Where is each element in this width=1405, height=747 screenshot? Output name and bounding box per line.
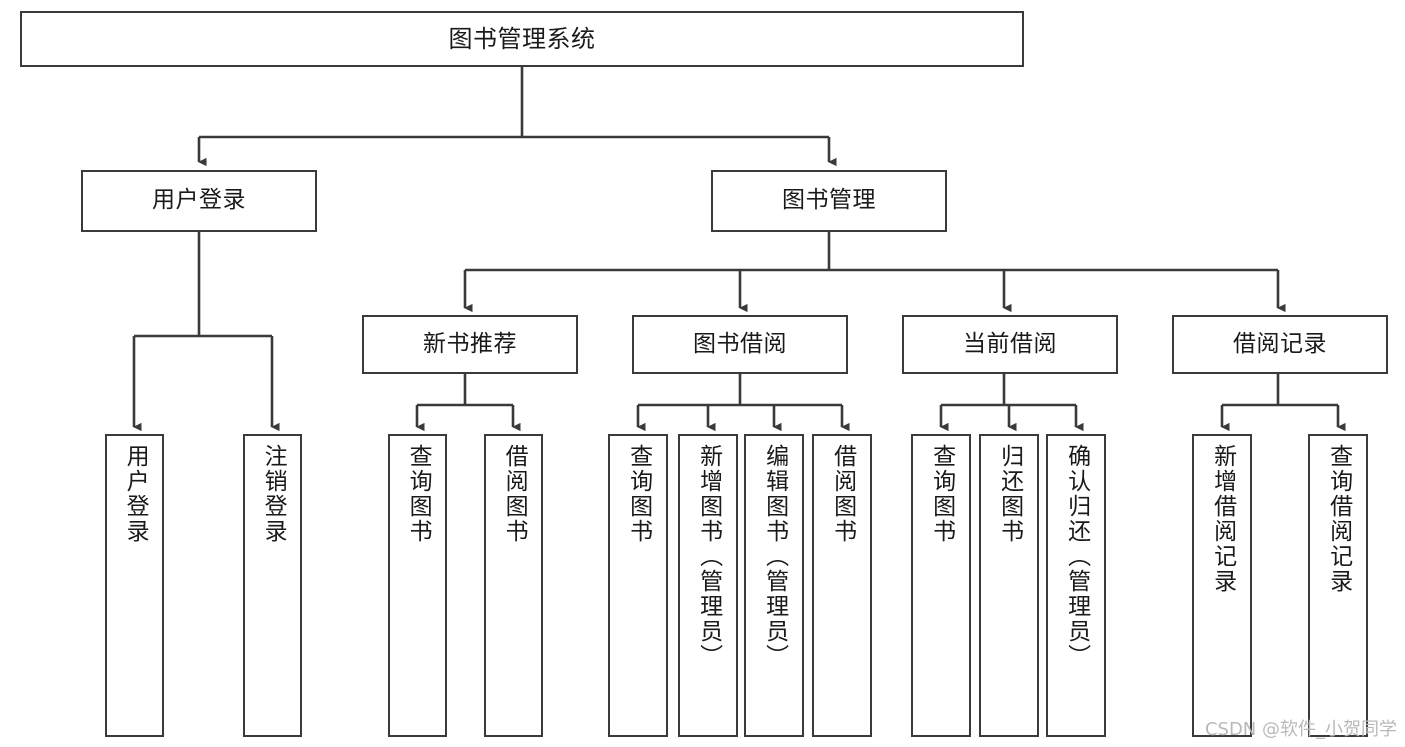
node-label: 新增借阅记录 bbox=[1209, 444, 1236, 594]
node-borrow-record[interactable]: 借阅记录 bbox=[1172, 315, 1388, 374]
node-new-book-recommend[interactable]: 新书推荐 bbox=[362, 315, 578, 374]
node-root-book-management-system[interactable]: 图书管理系统 bbox=[20, 11, 1024, 67]
node-label: 编辑图书（管理员） bbox=[761, 444, 788, 669]
leaf-current-borrow-query-book[interactable]: 查询图书 bbox=[911, 434, 971, 737]
node-label: 图书管理系统 bbox=[448, 24, 596, 53]
node-label: 用户登录 bbox=[152, 187, 246, 214]
node-label: 借阅图书 bbox=[829, 444, 856, 544]
leaf-current-borrow-confirm-return-admin[interactable]: 确认归还（管理员） bbox=[1046, 434, 1106, 737]
csdn-watermark: CSDN @软件_小贺同学 bbox=[1204, 719, 1397, 740]
node-label: 查询图书 bbox=[928, 444, 955, 544]
node-book-management[interactable]: 图书管理 bbox=[711, 170, 947, 232]
node-label: 当前借阅 bbox=[963, 330, 1057, 357]
node-label: 查询借阅记录 bbox=[1325, 444, 1352, 594]
node-label: 归还图书 bbox=[996, 444, 1023, 544]
node-label: 查询图书 bbox=[625, 444, 652, 544]
node-label: 新增图书（管理员） bbox=[695, 444, 722, 669]
leaf-borrow-record-query-record[interactable]: 查询借阅记录 bbox=[1308, 434, 1368, 737]
node-label: 新书推荐 bbox=[423, 330, 517, 357]
node-label: 查询图书 bbox=[405, 444, 432, 544]
leaf-book-borrow-borrow-book[interactable]: 借阅图书 bbox=[812, 434, 872, 737]
node-label: 图书管理 bbox=[782, 187, 876, 214]
leaf-book-borrow-edit-book-admin[interactable]: 编辑图书（管理员） bbox=[744, 434, 804, 737]
leaf-new-book-query-book[interactable]: 查询图书 bbox=[388, 434, 447, 737]
leaf-borrow-record-add-record[interactable]: 新增借阅记录 bbox=[1192, 434, 1252, 737]
leaf-user-login-logout[interactable]: 注销登录 bbox=[243, 434, 302, 737]
node-label: 注销登录 bbox=[260, 444, 287, 544]
node-label: 确认归还（管理员） bbox=[1063, 444, 1090, 669]
node-label: 用户登录 bbox=[122, 444, 149, 544]
leaf-book-borrow-query-book[interactable]: 查询图书 bbox=[608, 434, 668, 737]
node-label: 图书借阅 bbox=[693, 330, 787, 357]
leaf-book-borrow-add-book-admin[interactable]: 新增图书（管理员） bbox=[678, 434, 738, 737]
leaf-user-login-login[interactable]: 用户登录 bbox=[105, 434, 164, 737]
leaf-current-borrow-return-book[interactable]: 归还图书 bbox=[979, 434, 1039, 737]
node-current-borrow[interactable]: 当前借阅 bbox=[902, 315, 1118, 374]
node-book-borrow[interactable]: 图书借阅 bbox=[632, 315, 848, 374]
node-user-login[interactable]: 用户登录 bbox=[81, 170, 317, 232]
node-label: 借阅图书 bbox=[501, 444, 528, 544]
leaf-new-book-borrow-book[interactable]: 借阅图书 bbox=[484, 434, 543, 737]
node-label: 借阅记录 bbox=[1233, 330, 1327, 357]
